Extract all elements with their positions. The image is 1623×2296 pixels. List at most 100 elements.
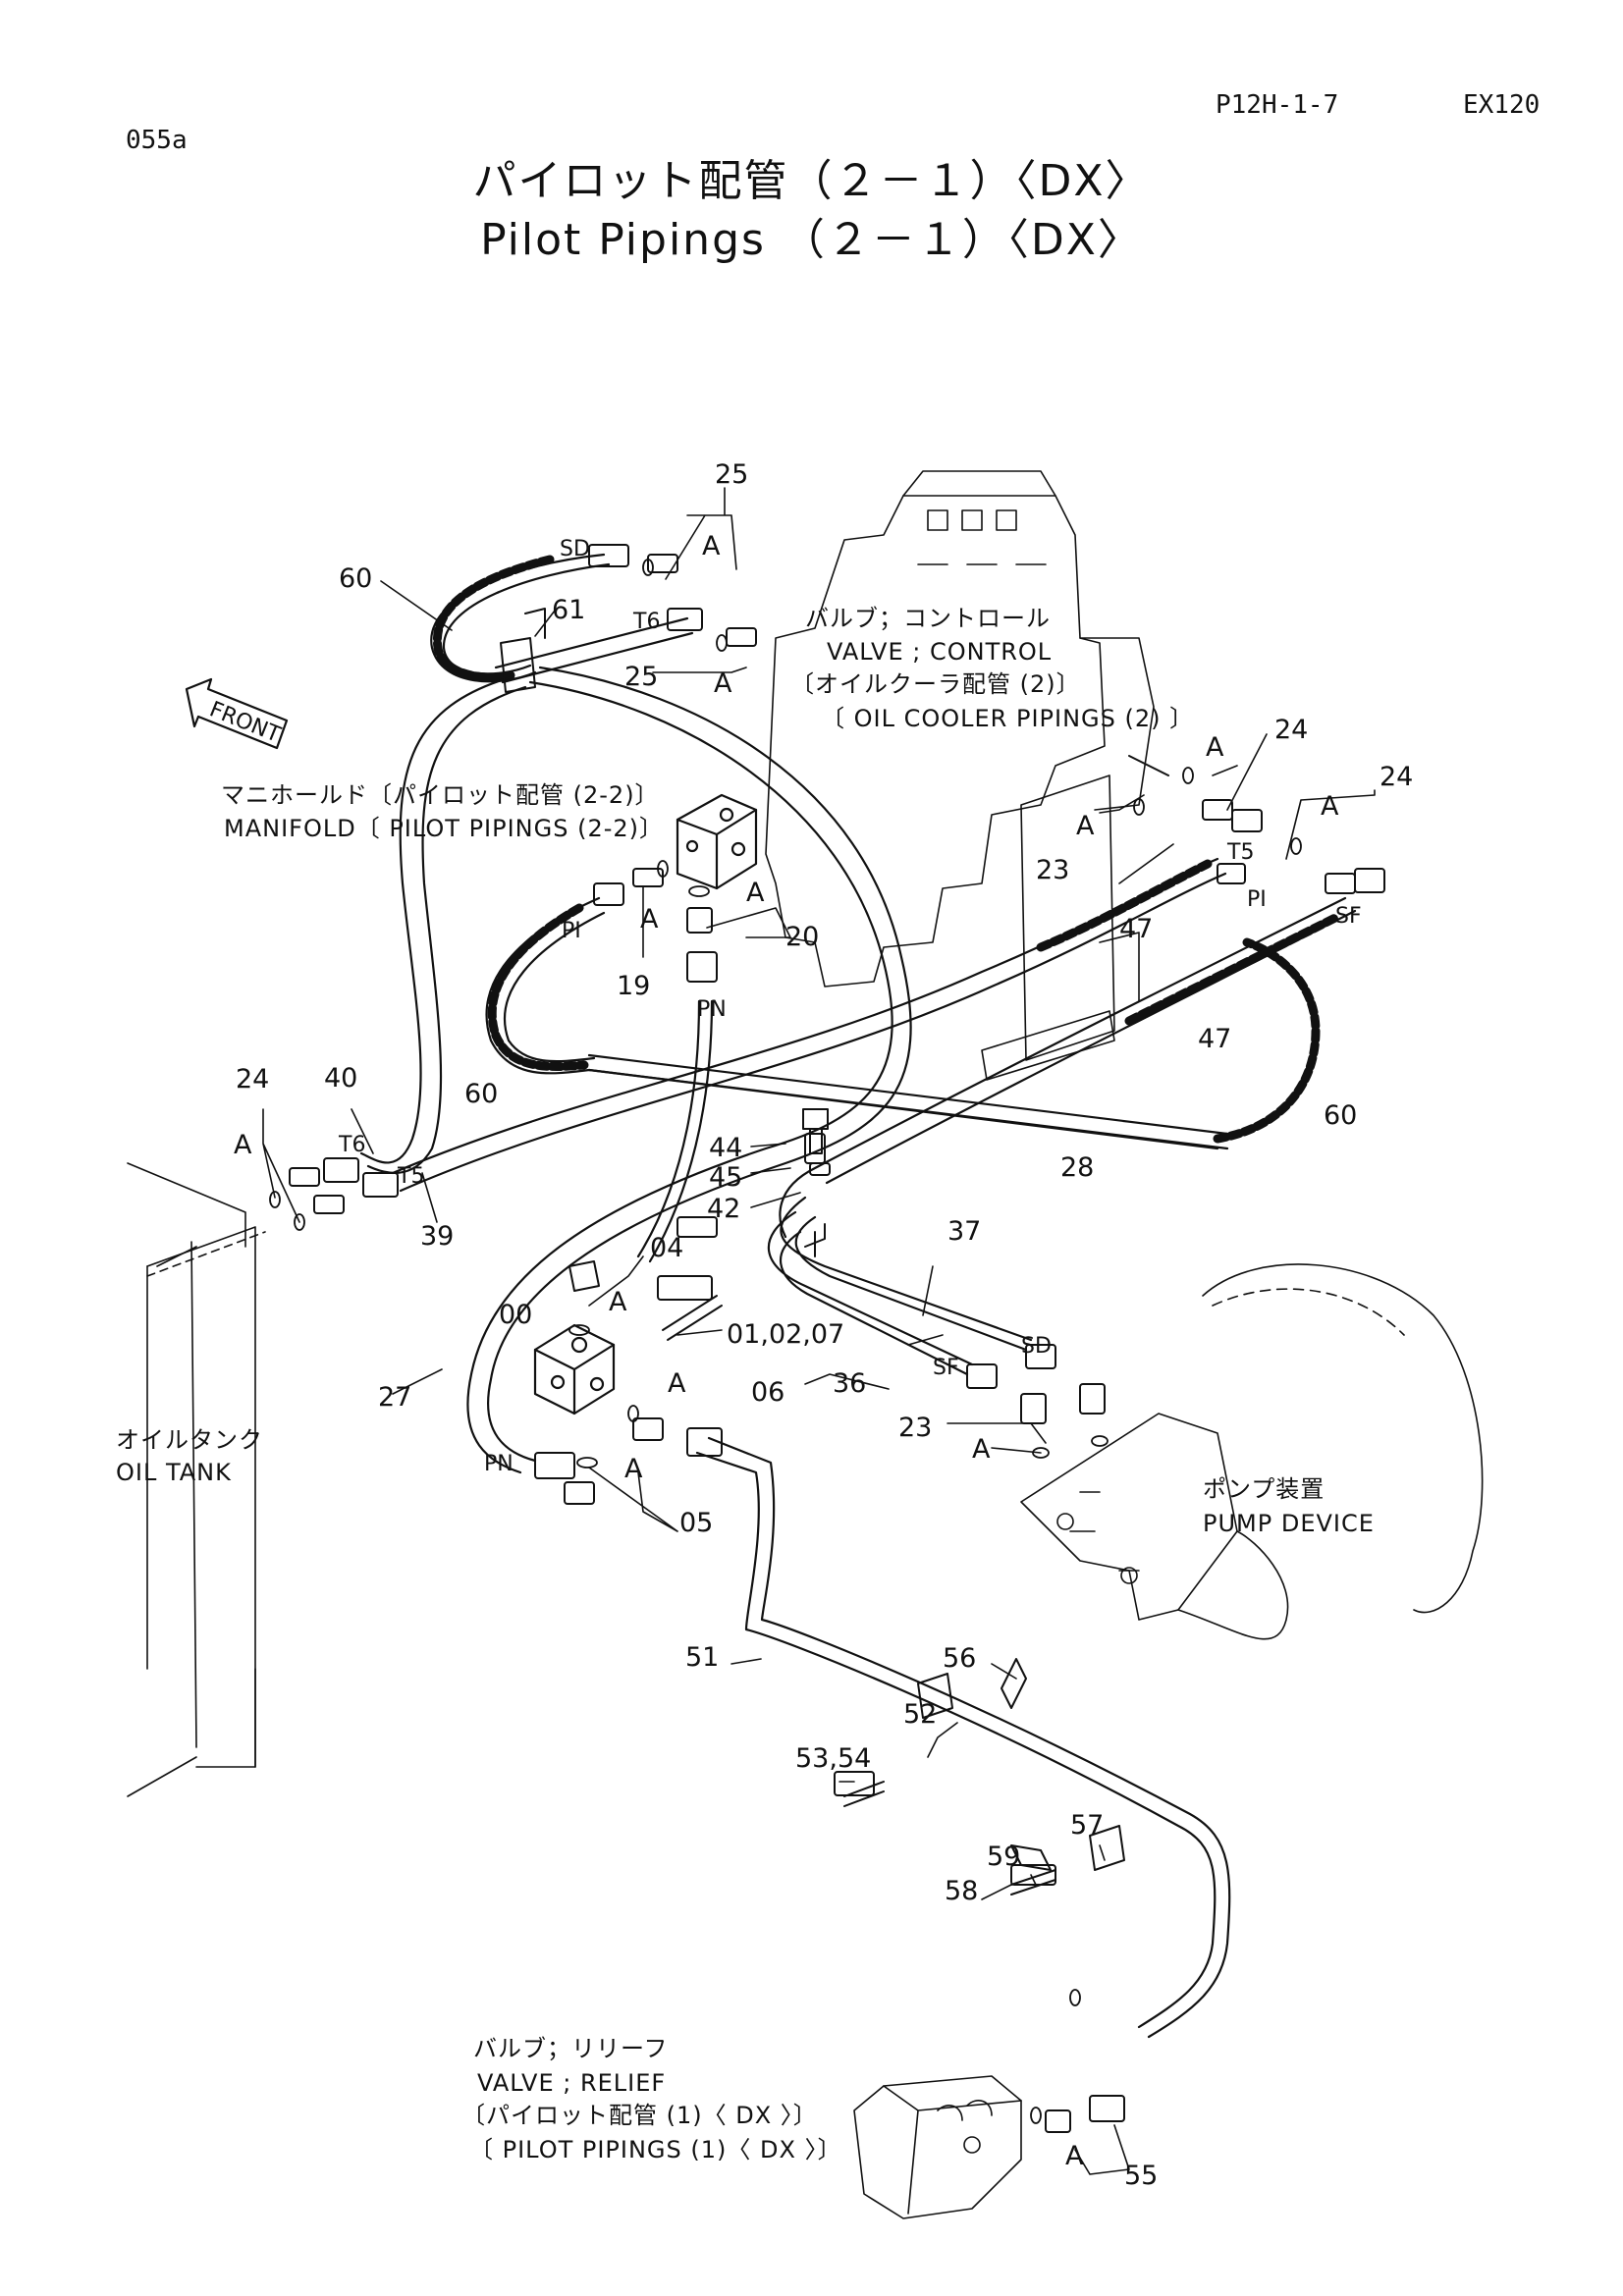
fittings	[289, 544, 1385, 2133]
detail-mark-a: A	[234, 1130, 252, 1160]
model-number: EX120	[1463, 90, 1541, 120]
port-tag: PN	[697, 997, 727, 1022]
port-tag: SF	[933, 1356, 959, 1380]
callout: 57	[1070, 1810, 1104, 1841]
detail-mark-a: A	[1206, 732, 1224, 763]
control-valve-label-jp: バルブ；コントロール	[805, 605, 1051, 632]
port-tag: SF	[1335, 904, 1362, 929]
port-tag: T5	[1226, 840, 1254, 865]
title-japanese: パイロット配管（２－１）〈DX〉	[472, 156, 1151, 206]
callout-numbers: 25 25 60 61 24 24 23 47 47 60 19 20 60 2…	[236, 459, 1413, 2191]
callout: 23	[898, 1413, 932, 1443]
detail-mark-a: A	[640, 904, 659, 934]
oil-tank-label-jp: オイルタンク	[116, 1426, 263, 1454]
callout: 00	[499, 1300, 532, 1330]
callout: 40	[324, 1063, 357, 1094]
control-valve-label-en: VALVE ; CONTROL	[827, 638, 1052, 666]
callout: 24	[236, 1064, 269, 1095]
hose-40	[359, 675, 513, 1164]
callout: 24	[1274, 715, 1308, 745]
manifold-label-en: MANIFOLD〔 PILOT PIPINGS (2-2)〕	[224, 815, 664, 842]
port-tag: T6	[632, 610, 660, 634]
port-tag: T6	[338, 1133, 365, 1157]
port-tag: PN	[484, 1452, 514, 1476]
bolts	[568, 755, 1169, 1896]
detail-mark-a: A	[1321, 791, 1339, 822]
callout: 58	[945, 1876, 978, 1906]
detail-mark-a: A	[746, 878, 765, 908]
detail-mark-a: A	[702, 531, 721, 561]
callout: 37	[947, 1216, 981, 1247]
drawing-code: 055a	[126, 126, 188, 155]
port-tags: SD T6 PI PN T6 T5 T5 PI SF SF SD PN	[338, 537, 1362, 1476]
leader-lines	[262, 487, 1376, 2175]
callout: 47	[1198, 1024, 1231, 1054]
manifold-label-jp: マニホールド〔パイロット配管 (2-2)〕	[221, 781, 660, 809]
manifold-block	[676, 793, 758, 890]
callout: 25	[624, 662, 658, 692]
detail-mark-a: A	[609, 1287, 627, 1317]
tube-51	[695, 1451, 1217, 2029]
pump-label-en: PUMP DEVICE	[1203, 1510, 1375, 1537]
port-tag: PI	[1247, 887, 1267, 912]
callout: 25	[715, 459, 748, 490]
port-tag: SD	[560, 537, 590, 561]
callout: 45	[709, 1162, 742, 1193]
callout: 20	[785, 922, 819, 952]
control-valve-ref-en: 〔 OIL COOLER PIPINGS (2) 〕	[821, 705, 1194, 732]
hose-60-middle	[485, 896, 1229, 1150]
detail-mark-a: A	[714, 668, 732, 699]
relief-valve-outline	[853, 2075, 1022, 2219]
pump-device-outline	[1020, 1263, 1484, 1640]
callout: 05	[679, 1508, 713, 1538]
hose-37	[780, 1196, 1033, 1352]
callout: 51	[685, 1642, 719, 1673]
relief-valve-ref-en: 〔 PILOT PIPINGS (1)〈 DX 〉〕	[469, 2136, 842, 2163]
relief-valve-label-en: VALVE ; RELIEF	[477, 2069, 666, 2097]
callout: 44	[709, 1133, 742, 1163]
valve-block-00	[533, 1323, 616, 1415]
callout: 61	[552, 595, 585, 625]
clamps	[500, 608, 1125, 1871]
callout: 59	[987, 1842, 1020, 1872]
callout: 36	[833, 1368, 866, 1399]
oil-tank-outline	[127, 1162, 266, 1797]
pump-label-jp: ポンプ装置	[1203, 1475, 1325, 1503]
relief-valve-ref-jp: 〔パイロット配管 (1)〈 DX 〉〕	[461, 2102, 818, 2129]
relief-valve-label-jp: バルブ；リリーフ	[473, 2035, 669, 2062]
detail-mark-a: A	[668, 1368, 686, 1399]
callout: 27	[378, 1382, 411, 1413]
port-tag: SD	[1021, 1334, 1052, 1359]
detail-marks: A A A A A A A A A A A A A	[234, 531, 1339, 2171]
callout: 23	[1036, 855, 1069, 885]
callout: 19	[617, 971, 650, 1001]
front-arrow-icon	[185, 677, 289, 750]
callout: 42	[707, 1194, 740, 1224]
callout: 28	[1060, 1152, 1094, 1183]
support-plate	[981, 774, 1140, 1081]
callout: 24	[1380, 762, 1413, 792]
callout: 56	[943, 1643, 976, 1674]
callout: 52	[903, 1699, 937, 1730]
detail-mark-a: A	[1065, 2141, 1084, 2171]
detail-mark-a: A	[972, 1434, 991, 1465]
callout: 60	[1324, 1100, 1357, 1131]
callout: 39	[420, 1221, 454, 1252]
callout: 55	[1124, 2161, 1158, 2191]
title-english: Pilot Pipings （２－１）〈DX〉	[480, 215, 1143, 265]
detail-mark-a: A	[1076, 811, 1095, 841]
control-valve-ref-jp: 〔オイルクーラ配管 (2)〕	[790, 670, 1081, 698]
port-tag: T5	[397, 1164, 424, 1189]
oil-tank-label-en: OIL TANK	[116, 1459, 232, 1486]
callout: 06	[751, 1377, 784, 1408]
detail-mark-a: A	[624, 1454, 643, 1484]
o-rings	[269, 559, 1302, 2124]
port-tag: PI	[562, 919, 581, 943]
callout: 47	[1119, 914, 1153, 944]
callout: 04	[650, 1233, 683, 1263]
callout: 60	[464, 1079, 498, 1109]
callout: 53,54	[795, 1743, 871, 1774]
callout: 60	[339, 563, 372, 594]
component-labels: バルブ；コントロール VALVE ; CONTROL 〔オイルクーラ配管 (2)…	[116, 605, 1375, 2163]
